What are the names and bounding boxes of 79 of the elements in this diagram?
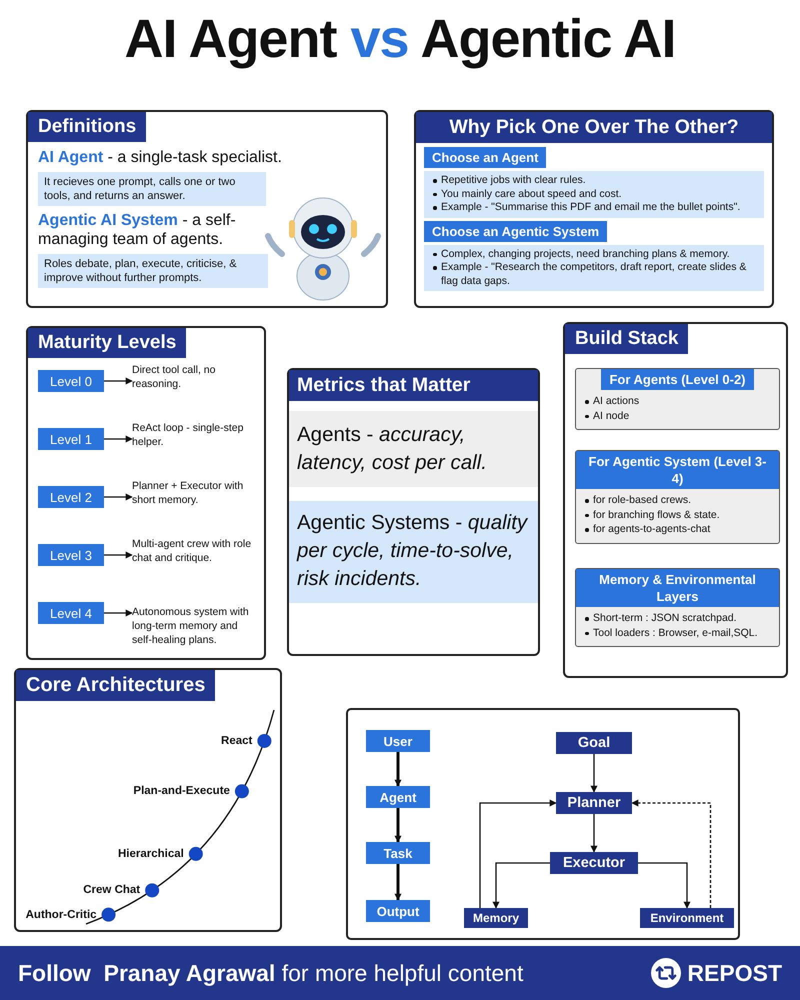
panel-heading: Why Pick One Over The Other? — [416, 112, 772, 143]
level-tag: Level 3 — [38, 544, 104, 566]
bullet-item: Short-term : JSON scratchpad. — [584, 612, 771, 626]
level-tag: Level 4 — [38, 602, 104, 624]
process-box: Planner — [556, 792, 632, 814]
stack-section — [575, 568, 780, 647]
section-title: Choose an Agentic System — [424, 220, 608, 242]
level-description: Multi-agent crew with role chat and critique. — [132, 536, 256, 566]
repost-label: REPOST — [687, 960, 782, 986]
bullet-item: You mainly care about speed and cost. — [432, 188, 756, 201]
definition-note: It recieves one prompt, calls one or two tools, and returns an answer. — [38, 172, 266, 206]
process-box: Agent — [366, 786, 430, 808]
page-title: AI Agent vs Agentic AI — [123, 8, 677, 70]
process-box: Executor — [550, 852, 638, 874]
section-title: For Agentic System (Level 3-4) — [576, 451, 779, 489]
level-tag: Level 1 — [38, 428, 104, 450]
bullet-item: Repetitive jobs with clear rules. — [432, 174, 756, 188]
arrow — [590, 814, 598, 853]
architecture-label: Plan-and-Execute — [133, 785, 230, 798]
maturity-panel — [26, 326, 266, 660]
arrow — [590, 754, 598, 793]
arrow — [394, 864, 402, 901]
bullet-item: Example - "Summarise this PDF and email me the bullet points". — [432, 201, 756, 214]
build-stack-panel — [563, 322, 788, 678]
comparison-panel — [414, 110, 774, 308]
definition-text: AI Agent - a single-task specialist. — [38, 148, 283, 167]
bullet-item: for role-based crews. — [584, 494, 771, 508]
arrow — [638, 862, 690, 909]
process-box: Output — [366, 900, 430, 922]
stack-section — [575, 450, 780, 544]
definition-text: Agentic AI System - a self-managing team of agents. — [38, 211, 237, 249]
process-box: Task — [366, 842, 430, 864]
bullet-item: Example - "Research the competitors, draft report, create slides & flag data gaps. — [432, 261, 756, 288]
arrow — [104, 494, 133, 500]
arrow — [631, 800, 712, 908]
metric-text: Agentic Systems - quality per cycle, time-to-solve, risk incidents. — [289, 501, 538, 603]
level-description: Planner + Executor with short memory. — [132, 478, 256, 508]
arrow — [104, 436, 133, 442]
bullet-item: Complex, changing projects, need branching plans & memory. — [432, 248, 756, 261]
process-box: User — [366, 730, 430, 752]
metric-text: Agents - accuracy, latency, cost per call. — [289, 411, 538, 487]
arrow — [394, 808, 402, 843]
metrics-panel — [287, 368, 540, 656]
section-title: Memory & Environmental Layers — [576, 569, 779, 607]
arrow — [104, 378, 133, 384]
level-description: ReAct loop - single-step helper. — [132, 420, 256, 450]
panel-heading: Definitions — [28, 112, 146, 142]
follow-text: Follow Pranay Agrawal for more helpful content — [18, 960, 524, 986]
level-description: Autonomous system with long-term memory and self-healing plans. — [132, 596, 256, 656]
arrow — [104, 552, 133, 558]
section-title: Choose an Agent — [424, 147, 546, 168]
process-box: Goal — [556, 732, 632, 754]
arrow — [479, 800, 557, 908]
architecture-label: Author-Critic — [26, 908, 97, 921]
level-tag: Level 0 — [38, 370, 104, 392]
diagram-frame — [346, 708, 740, 940]
level-tag: Level 2 — [38, 486, 104, 508]
section-title: For Agents (Level 0-2) — [601, 369, 754, 390]
panel-heading: Core Architectures — [16, 670, 216, 701]
arrow — [492, 862, 550, 909]
bullet-item: AI actions — [584, 395, 771, 408]
bullet-item: AI node — [584, 410, 771, 423]
arrow — [104, 610, 133, 616]
panel-heading: Build Stack — [565, 324, 688, 354]
stack-section — [575, 368, 780, 430]
panel-heading: Metrics that Matter — [289, 370, 538, 401]
arrow — [394, 752, 402, 787]
panel-heading: Maturity Levels — [28, 328, 186, 358]
architecture-label: React — [221, 734, 252, 747]
process-box: Environment — [640, 908, 734, 928]
definition-note: Roles debate, plan, execute, criticise, & improve without further prompts. — [38, 254, 268, 288]
level-description: Direct tool call, no reasoning. — [132, 362, 256, 392]
definitions-panel — [26, 110, 388, 308]
bullet-item: Tool loaders : Browser, e-mail,SQL. — [584, 626, 771, 640]
bullet-item: for agents-to-agents-chat — [584, 523, 771, 536]
architecture-label: Crew Chat — [83, 884, 140, 896]
architecture-label: Hierarchical — [118, 848, 184, 860]
process-box: Memory — [464, 908, 528, 928]
bullet-item: for branching flows & state. — [584, 508, 771, 522]
